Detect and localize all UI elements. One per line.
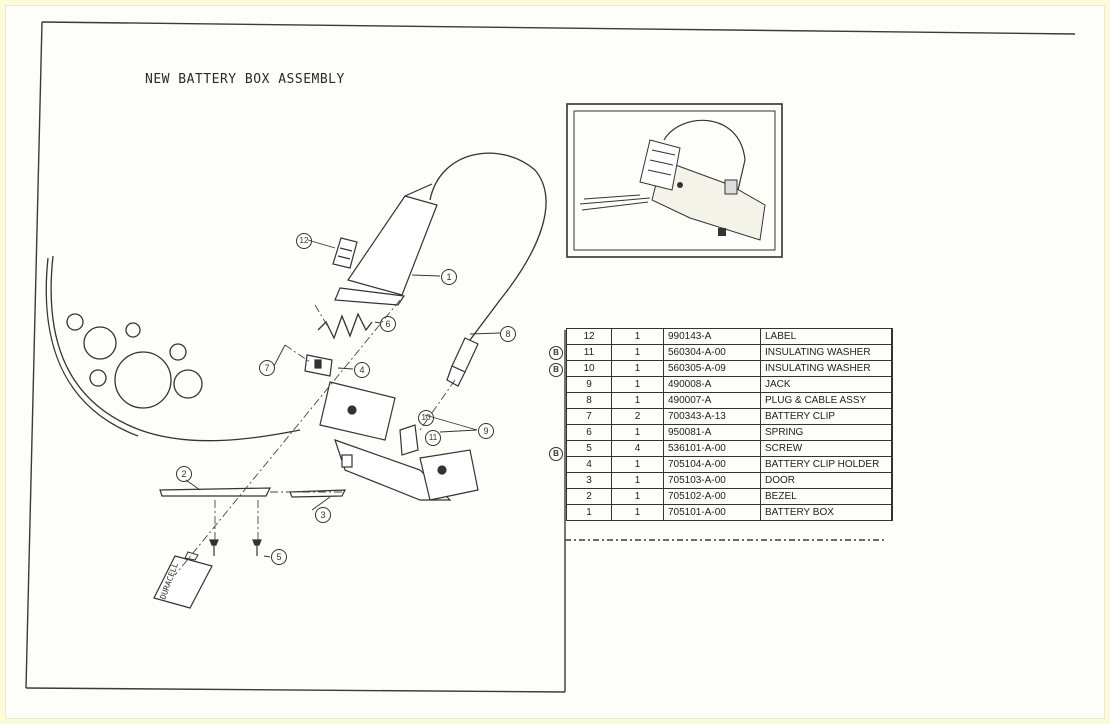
callout-12: 12 <box>296 233 312 249</box>
plug <box>446 337 479 387</box>
parts-cell-part-no: 705104-A-00 <box>663 456 761 473</box>
callout-10: 10 <box>418 410 434 426</box>
parts-cell-part-no: 705101-A-00 <box>663 504 761 521</box>
lower-assembly <box>319 381 479 501</box>
door-and-bezel <box>159 487 346 498</box>
revision-mark-item-5: B <box>549 447 563 461</box>
callout-3: 3 <box>315 507 331 523</box>
parts-cell-item: 10 <box>566 360 612 377</box>
callout-9: 9 <box>478 423 494 439</box>
callout-11: 11 <box>425 430 441 446</box>
spring <box>317 312 373 340</box>
revision-mark-item-11: B <box>549 346 563 360</box>
parts-cell-qty: 1 <box>611 392 664 409</box>
parts-cell-item: 6 <box>566 424 612 441</box>
parts-cell-description: BATTERY BOX <box>760 504 893 521</box>
parts-cell-description: BATTERY CLIP HOLDER <box>760 456 893 473</box>
callout-1: 1 <box>441 269 457 285</box>
parts-cell-description: SPRING <box>760 424 893 441</box>
leader-lines <box>185 239 501 558</box>
parts-cell-description: BATTERY CLIP <box>760 408 893 425</box>
parts-cell-item: 7 <box>566 408 612 425</box>
parts-cell-qty: 2 <box>611 408 664 425</box>
parts-cell-qty: 1 <box>611 488 664 505</box>
parts-cell-qty: 1 <box>611 504 664 521</box>
drawing-frame <box>25 21 1076 693</box>
parts-cell-item: 1 <box>566 504 612 521</box>
parts-cell-part-no: 950081-A <box>663 424 761 441</box>
parts-cell-description: LABEL <box>760 328 893 345</box>
callout-7: 7 <box>259 360 275 376</box>
parts-cell-part-no: 536101-A-00 <box>663 440 761 457</box>
callout-2: 2 <box>176 466 192 482</box>
parts-cell-part-no: 490007-A <box>663 392 761 409</box>
parts-cell-qty: 1 <box>611 472 664 489</box>
callout-4: 4 <box>354 362 370 378</box>
housing-outline <box>45 255 301 442</box>
parts-cell-qty: 1 <box>611 344 664 361</box>
parts-cell-part-no: 705103-A-00 <box>663 472 761 489</box>
drawing-title: NEW BATTERY BOX ASSEMBLY <box>145 72 345 87</box>
callout-8: 8 <box>500 326 516 342</box>
parts-cell-part-no: 990143-A <box>663 328 761 345</box>
parts-cell-item: 12 <box>566 328 612 345</box>
parts-cell-part-no: 490008-A <box>663 376 761 393</box>
parts-cell-description: INSULATING WASHER <box>760 360 893 377</box>
parts-cell-item: 2 <box>566 488 612 505</box>
parts-cell-part-no: 700343-A-13 <box>663 408 761 425</box>
cable <box>429 152 547 381</box>
parts-cell-item: 9 <box>566 376 612 393</box>
parts-cell-description: JACK <box>760 376 893 393</box>
label-part <box>332 237 358 269</box>
parts-cell-part-no: 560304-A-00 <box>663 344 761 361</box>
parts-cell-qty: 4 <box>611 440 664 457</box>
parts-cell-qty: 1 <box>611 360 664 377</box>
parts-cell-part-no: 705102-A-00 <box>663 488 761 505</box>
callout-6: 6 <box>380 316 396 332</box>
parts-cell-item: 4 <box>566 456 612 473</box>
parts-cell-qty: 1 <box>611 456 664 473</box>
parts-cell-item: 3 <box>566 472 612 489</box>
parts-cell-qty: 1 <box>611 376 664 393</box>
battery-box <box>334 183 438 306</box>
parts-cell-description: PLUG & CABLE ASSY <box>760 392 893 409</box>
parts-cell-item: 5 <box>566 440 612 457</box>
battery-cell: DURACELL <box>153 551 213 609</box>
parts-cell-item: 8 <box>566 392 612 409</box>
parts-cell-qty: 1 <box>611 328 664 345</box>
parts-cell-item: 11 <box>566 344 612 361</box>
battery-clip-holder <box>304 354 333 377</box>
parts-cell-description: DOOR <box>760 472 893 489</box>
parts-cell-qty: 1 <box>611 424 664 441</box>
screws <box>209 539 262 556</box>
parts-cell-description: BEZEL <box>760 488 893 505</box>
parts-cell-part-no: 560305-A-09 <box>663 360 761 377</box>
parts-cell-description: INSULATING WASHER <box>760 344 893 361</box>
parts-cell-description: SCREW <box>760 440 893 457</box>
callout-5: 5 <box>271 549 287 565</box>
inset-view <box>566 103 783 258</box>
revision-mark-item-10: B <box>549 363 563 377</box>
